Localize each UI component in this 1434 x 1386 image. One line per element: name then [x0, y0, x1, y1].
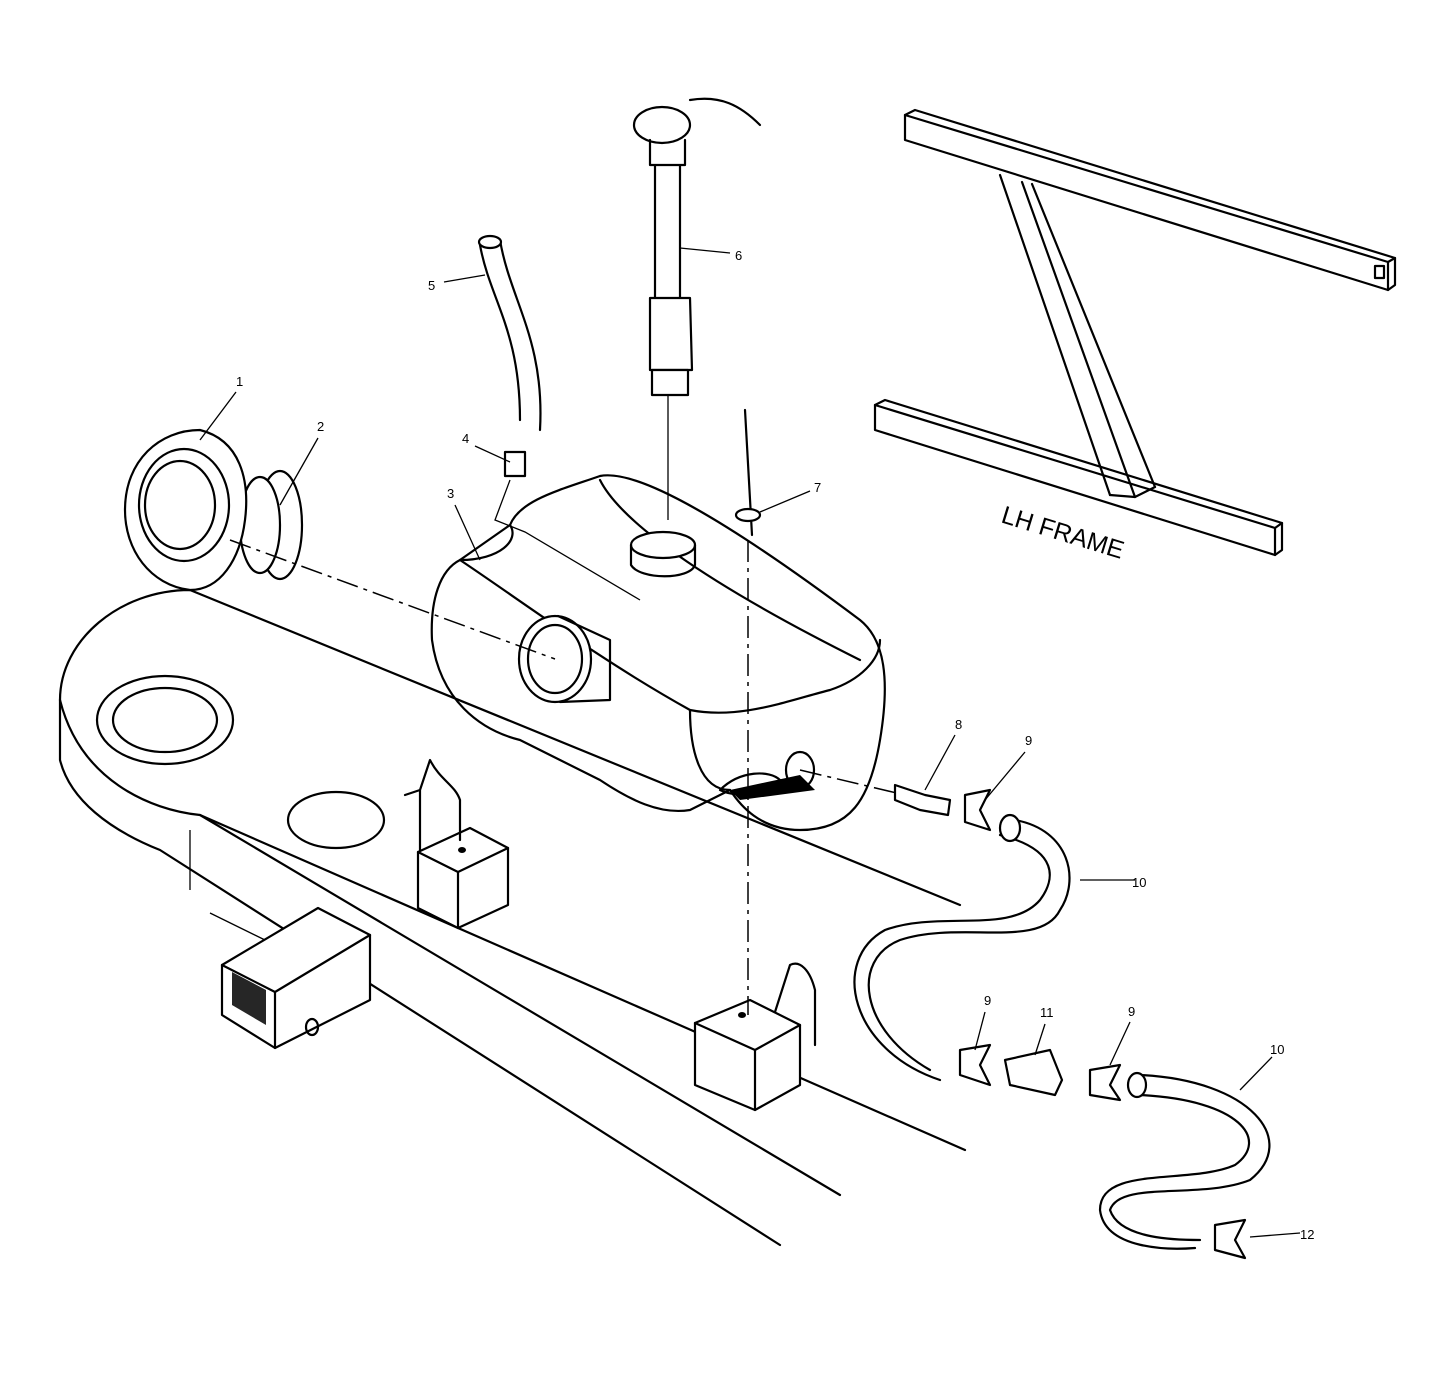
level-sender-drawing: [734, 408, 762, 537]
callout-9-left: 9: [984, 993, 991, 1008]
callout-leaders: [199, 247, 1301, 1238]
oil-lines-drawing: [853, 783, 1271, 1260]
callout-4: 4: [462, 431, 469, 446]
dipstick-drawing: [632, 97, 762, 520]
fitting-centerline: [799, 769, 906, 796]
cap-and-gasket-drawing: [123, 428, 304, 592]
cap-centerline: [229, 539, 556, 660]
callout-10-lower: 10: [1270, 1042, 1284, 1057]
callout-10-upper: 10: [1132, 875, 1146, 890]
lh-frame-label: LH FRAME: [998, 501, 1127, 565]
callout-7: 7: [814, 480, 821, 495]
callout-6: 6: [735, 248, 742, 263]
callout-3: 3: [447, 486, 454, 501]
callout-1: 1: [236, 374, 243, 389]
callout-5: 5: [428, 278, 435, 293]
oil-tank-drawing: [430, 474, 886, 832]
callout-11: 11: [1040, 1005, 1054, 1020]
callout-9-upper: 9: [1025, 733, 1032, 748]
vent-hose-drawing: [477, 234, 641, 601]
lh-frame-drawing: [873, 108, 1397, 557]
frame-rail-drawing: [58, 588, 967, 1247]
callout-9-right: 9: [1128, 1004, 1135, 1019]
callout-12: 12: [1300, 1227, 1314, 1242]
callout-8: 8: [955, 717, 962, 732]
callout-2: 2: [317, 419, 324, 434]
